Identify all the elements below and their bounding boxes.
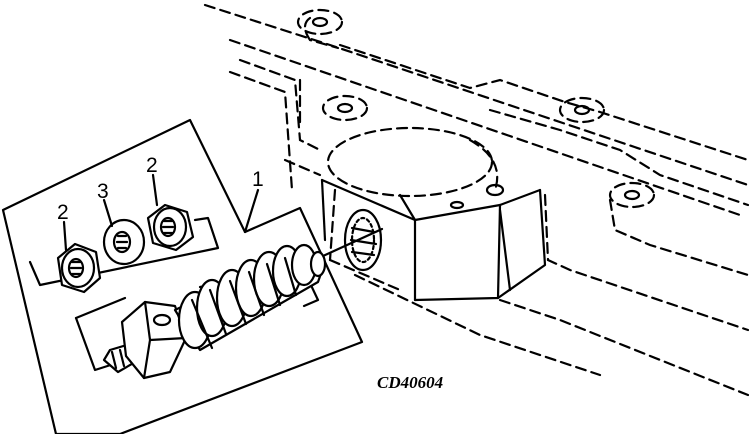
callout-3-leader [102,198,114,228]
engine-block-outline [203,3,749,397]
callout-1-label: 1 [252,168,264,191]
callout-2-right-label: 2 [146,154,158,177]
callout-2-left-leader [62,220,68,252]
callout-1-leader [243,188,260,234]
callout-3-label: 3 [97,180,109,203]
hex-nut-right [146,203,195,252]
lock-washer [102,218,146,266]
hex-nut-left [56,242,102,294]
detail-inset-frame [1,118,364,434]
figure-id-label: CD40604 [377,373,443,392]
relief-valve-assembly [102,243,327,380]
valve-port-threads [343,208,383,272]
valve-housing [320,178,547,302]
bore-opening [326,126,494,198]
nut-subframe [28,216,220,287]
callout-2-right-leader [151,173,159,207]
port-leader-line [321,227,384,258]
callout-2-left-label: 2 [57,201,69,224]
bolt-holes [296,8,656,210]
